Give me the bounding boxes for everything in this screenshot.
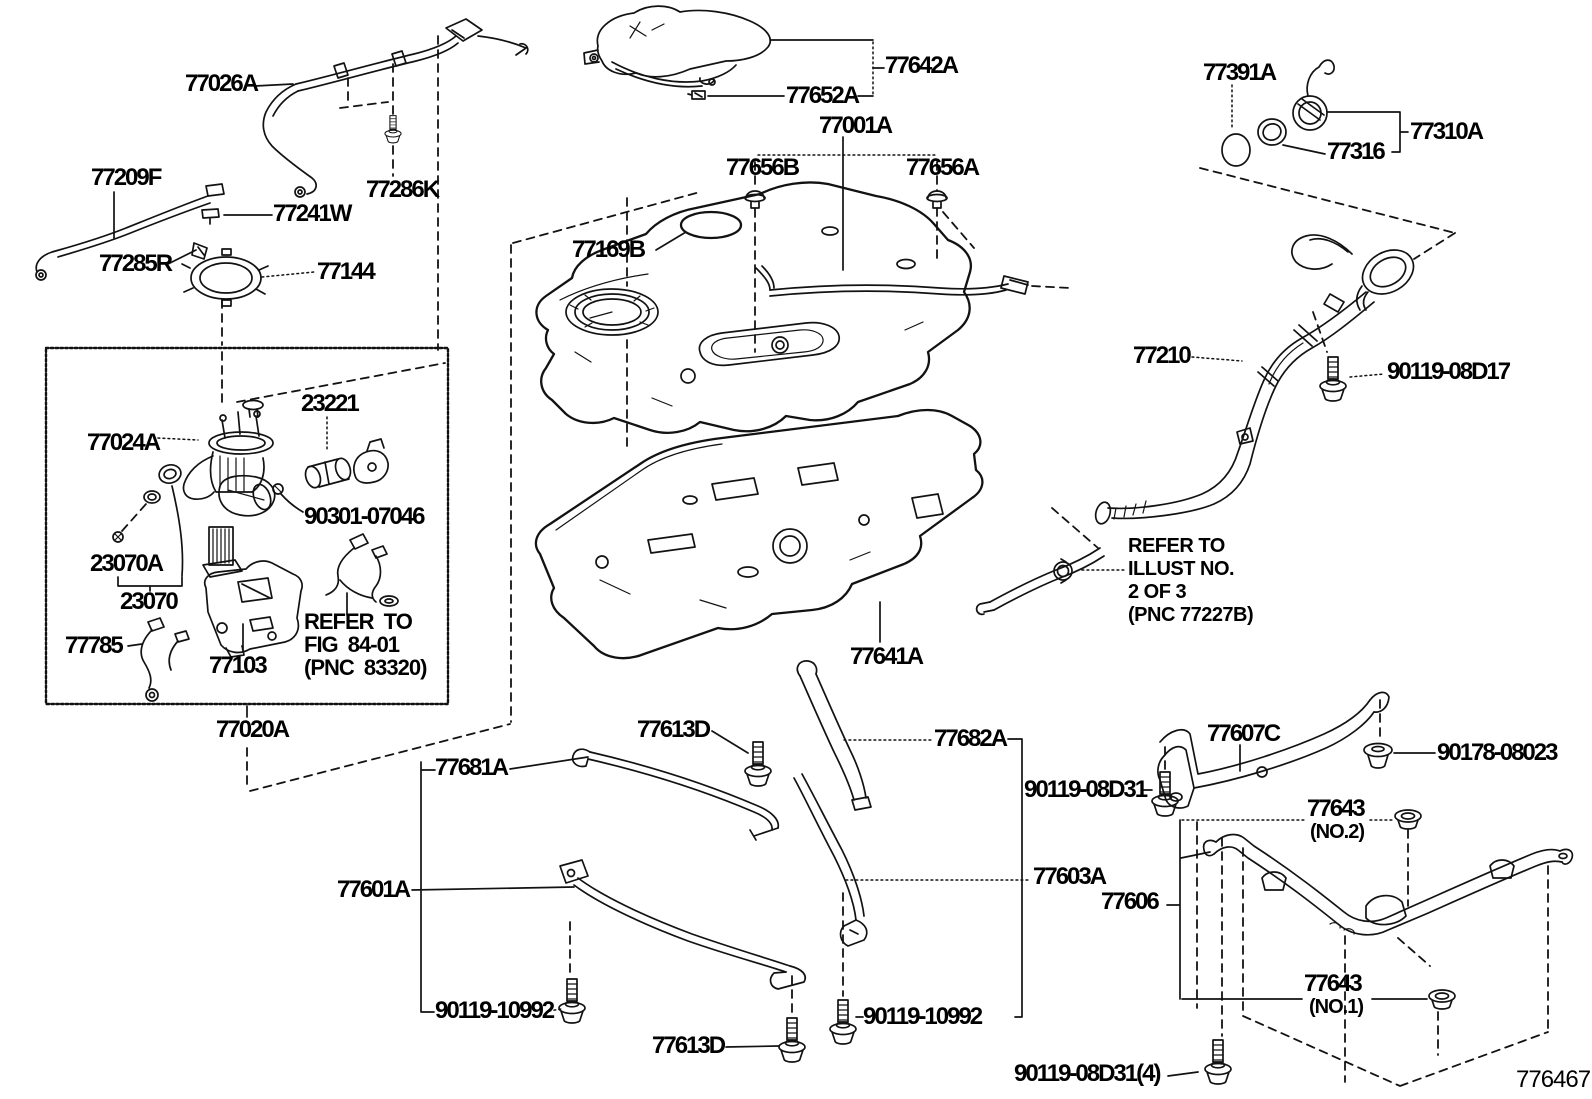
part-label-77681a[interactable]: 77681A bbox=[435, 754, 509, 781]
part-label-77643-no1[interactable]: 77643 bbox=[1304, 970, 1363, 997]
tank-band-77681a-drawing bbox=[571, 748, 780, 841]
bolt-77613d-top bbox=[744, 741, 772, 787]
part-label-77209f[interactable]: 77209F bbox=[91, 164, 162, 191]
part-label-77656b[interactable]: 77656B bbox=[726, 154, 800, 181]
tank-band-77682a-drawing bbox=[796, 660, 872, 811]
harness-77785-drawing bbox=[140, 617, 190, 702]
part-label-77024a[interactable]: 77024A bbox=[87, 429, 161, 456]
note-refer-fig-84-01: REFER TO FIG 84-01 (PNC 83320) bbox=[304, 609, 427, 680]
part-label-77020a[interactable]: 77020A bbox=[216, 716, 290, 743]
part-label-77613d-top[interactable]: 77613D bbox=[637, 716, 711, 743]
part-label-77642a[interactable]: 77642A bbox=[885, 52, 959, 79]
clip-77652a-drawing bbox=[687, 90, 706, 100]
bolt-90119-10992-right bbox=[829, 999, 857, 1045]
bolt-77286k bbox=[384, 115, 402, 144]
note-line: REFER TO bbox=[1128, 535, 1225, 557]
hose-77227b-drawing bbox=[975, 547, 1105, 616]
tank-cover-77641a-drawing bbox=[534, 408, 984, 660]
leader-lines bbox=[113, 35, 1549, 1087]
gasket-77144-drawing bbox=[181, 248, 269, 307]
gasket-77391a-drawing bbox=[1221, 133, 1251, 167]
grommet-77643-no1 bbox=[1428, 989, 1456, 1010]
part-label-77144[interactable]: 77144 bbox=[317, 258, 376, 285]
screw-90301-07046 bbox=[272, 483, 284, 495]
bracket-77607c-drawing bbox=[1157, 691, 1390, 809]
note-refer-illust-2of3: REFER TO ILLUST NO. 2 OF 3 (PNC 77227B) bbox=[1128, 535, 1254, 627]
part-label-77652a[interactable]: 77652A bbox=[786, 82, 860, 109]
part-label-77310a[interactable]: 77310A bbox=[1410, 118, 1484, 145]
part-label-77607c[interactable]: 77607C bbox=[1207, 720, 1281, 747]
tank-band-77603a-drawing bbox=[793, 773, 868, 947]
bolt-77613d-bottom bbox=[778, 1017, 806, 1063]
filler-pipe-77210-drawing bbox=[1094, 234, 1415, 525]
part-label-90178-08023[interactable]: 90178-08023 bbox=[1437, 739, 1558, 766]
bolt-90119-08d17 bbox=[1319, 356, 1347, 402]
note-line: (PNC 83320) bbox=[304, 655, 427, 680]
harness-refer-fig-drawing bbox=[325, 533, 399, 607]
protector-77642a-drawing bbox=[583, 5, 772, 100]
part-label-77103[interactable]: 77103 bbox=[209, 652, 268, 679]
part-label-77210[interactable]: 77210 bbox=[1133, 342, 1192, 369]
figure-code: 776467 bbox=[1516, 1066, 1591, 1093]
part-label-23070a[interactable]: 23070A bbox=[90, 550, 164, 577]
bolt-90119-08d31-4 bbox=[1204, 1039, 1232, 1085]
note-line: (PNC 77227B) bbox=[1128, 604, 1254, 626]
sender-bracket-77103-drawing bbox=[202, 526, 303, 658]
part-label-90119-10992-right[interactable]: 90119-10992 bbox=[863, 1003, 983, 1030]
part-label-77169b[interactable]: 77169B bbox=[572, 236, 646, 263]
gasket-77169b-drawing bbox=[679, 210, 743, 240]
part-label-77603a[interactable]: 77603A bbox=[1033, 863, 1107, 890]
grommet-77656a bbox=[926, 190, 948, 209]
part-label-77001a[interactable]: 77001A bbox=[819, 112, 893, 139]
clip-77241w-drawing bbox=[201, 208, 220, 225]
part-label-77316[interactable]: 77316 bbox=[1327, 138, 1386, 165]
grommet-77643-no2 bbox=[1394, 809, 1422, 830]
grommet-77656b bbox=[744, 190, 766, 209]
part-label-77785[interactable]: 77785 bbox=[65, 632, 124, 659]
fuel-filter-23221-drawing bbox=[304, 438, 389, 489]
part-label-90301-07046[interactable]: 90301-07046 bbox=[304, 503, 425, 530]
group-box-77020a bbox=[44, 346, 450, 706]
fuel-tube-77026a-drawing bbox=[262, 18, 529, 198]
tank-band-77601a-drawing bbox=[559, 859, 807, 990]
fuel-tank-drawing bbox=[535, 181, 1029, 434]
part-label-90119-10992-left[interactable]: 90119-10992 bbox=[435, 997, 555, 1024]
part-label-77286k[interactable]: 77286K bbox=[366, 176, 440, 203]
support-77606-drawing bbox=[1202, 833, 1574, 936]
note-line: 2 OF 3 bbox=[1128, 581, 1187, 603]
part-label-77613d-bottom[interactable]: 77613D bbox=[652, 1032, 726, 1059]
part-label-77643-no1-suffix: (NO.1) bbox=[1309, 996, 1364, 1018]
bolt-90119-10992-left bbox=[558, 978, 586, 1024]
cap-ring-77316-drawing bbox=[1257, 118, 1287, 146]
fuel-pump-77020a-drawing bbox=[112, 399, 399, 702]
part-label-90119-08d31[interactable]: 90119-08D31 bbox=[1024, 776, 1148, 803]
part-label-90119-08d31-4[interactable]: 90119-08D31(4) bbox=[1014, 1060, 1161, 1087]
pin-90178-08023 bbox=[1363, 742, 1393, 769]
part-label-77656a[interactable]: 77656A bbox=[906, 154, 980, 181]
part-label-77285r[interactable]: 77285R bbox=[99, 250, 173, 277]
part-label-77682a[interactable]: 77682A bbox=[934, 725, 1008, 752]
part-label-77241w[interactable]: 77241W bbox=[273, 200, 352, 227]
part-label-90119-08d17[interactable]: 90119-08D17 bbox=[1387, 358, 1511, 385]
note-line: ILLUST NO. bbox=[1128, 558, 1235, 580]
part-label-77641a[interactable]: 77641A bbox=[850, 643, 924, 670]
part-label-77391a[interactable]: 77391A bbox=[1203, 59, 1277, 86]
part-label-77606[interactable]: 77606 bbox=[1101, 888, 1160, 915]
part-label-77026a[interactable]: 77026A bbox=[185, 70, 259, 97]
fuel-cap-77310a-drawing bbox=[1221, 59, 1335, 167]
note-line: FIG 84-01 bbox=[304, 632, 400, 657]
part-label-77601a[interactable]: 77601A bbox=[337, 876, 411, 903]
part-label-77643-no2-suffix: (NO.2) bbox=[1310, 821, 1365, 843]
part-label-77643-no2[interactable]: 77643 bbox=[1307, 795, 1366, 822]
fuel-tube-77209f-drawing bbox=[35, 183, 225, 281]
note-line: REFER TO bbox=[304, 609, 413, 634]
part-label-23221[interactable]: 23221 bbox=[301, 390, 360, 417]
part-label-23070[interactable]: 23070 bbox=[120, 588, 179, 615]
